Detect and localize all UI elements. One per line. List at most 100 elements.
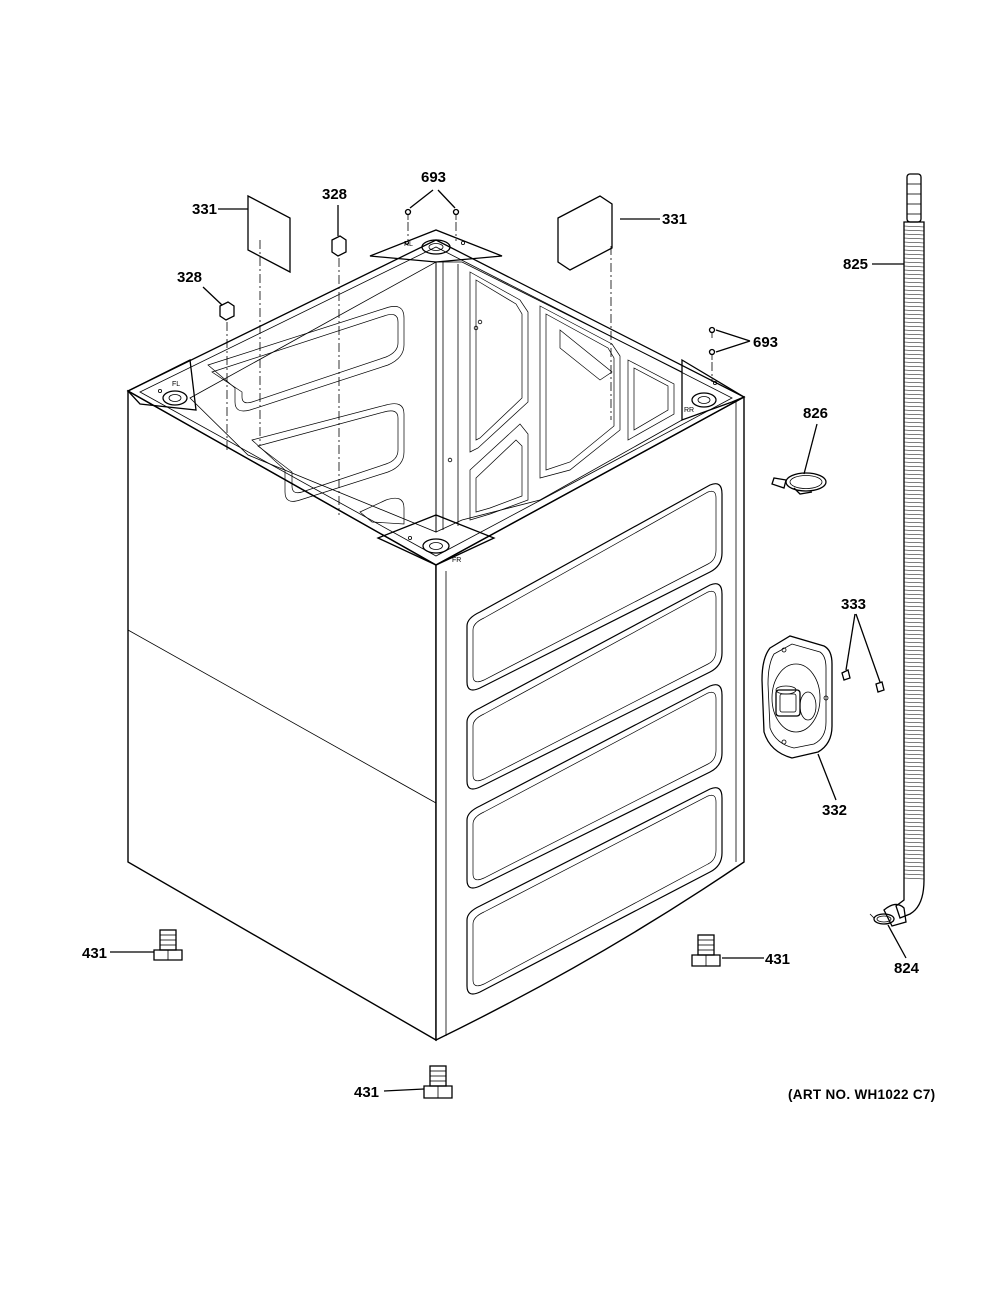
hose-rib: [903, 853, 925, 856]
hose-rib: [903, 557, 925, 560]
hose-rib: [903, 293, 925, 296]
hose-rib: [903, 597, 925, 600]
hose-rib: [903, 425, 925, 428]
hose-rib: [903, 669, 925, 672]
hose-rib: [903, 877, 925, 880]
hose-rib: [903, 801, 925, 804]
hose-rib: [903, 409, 925, 412]
callout-824: 824: [894, 960, 920, 977]
hose-rib: [903, 517, 925, 520]
hose-rib: [903, 681, 925, 684]
hose-rib: [903, 385, 925, 388]
hose-rib: [903, 761, 925, 764]
hose-rib: [903, 701, 925, 704]
hose-rib: [903, 861, 925, 864]
hose-rib: [903, 481, 925, 484]
hose-rib: [903, 309, 925, 312]
hose-rib: [903, 333, 925, 336]
hose-rib: [903, 541, 925, 544]
hose-rib: [903, 297, 925, 300]
hose-rib: [903, 773, 925, 776]
hose-rib: [903, 237, 925, 240]
hose-rib: [903, 373, 925, 376]
hose-rib: [903, 485, 925, 488]
hose-rib: [903, 269, 925, 272]
hose-rib: [903, 525, 925, 528]
hose-rib: [903, 821, 925, 824]
hose-clamp-826: [771, 472, 827, 495]
leveling-foot-431-right: [691, 934, 721, 967]
hose-rib: [903, 329, 925, 332]
hose-rib: [903, 233, 925, 236]
hose-clamp-824: [869, 913, 895, 925]
hose-rib: [903, 809, 925, 812]
hose-rib: [903, 549, 925, 552]
drain-hose-825: [883, 173, 925, 927]
hose-rib: [903, 429, 925, 432]
hose-rib: [903, 365, 925, 368]
hose-rib: [903, 793, 925, 796]
hose-rib: [903, 489, 925, 492]
hose-rib: [903, 785, 925, 788]
hose-rib: [903, 321, 925, 324]
hose-rib: [903, 673, 925, 676]
leveling-foot-431-left: [153, 929, 183, 961]
hose-rib: [903, 593, 925, 596]
hose-rib: [903, 521, 925, 524]
hose-rib: [903, 265, 925, 268]
hose-rib: [903, 389, 925, 392]
hose-rib: [903, 361, 925, 364]
hose-rib: [903, 401, 925, 404]
hose-rib: [903, 677, 925, 680]
hose-rib: [903, 725, 925, 728]
callout-331-right: 331: [662, 211, 687, 228]
hose-rib: [903, 437, 925, 440]
hose-rib: [903, 445, 925, 448]
leader-lines: [110, 189, 907, 1092]
hose-rib: [903, 353, 925, 356]
hose-rib: [903, 737, 925, 740]
hose-rib: [903, 397, 925, 400]
hose-rib: [903, 453, 925, 456]
hose-rib: [903, 241, 925, 244]
corner-bracket-left: FL: [126, 359, 197, 411]
hose-rib: [903, 537, 925, 540]
hose-rib: [903, 393, 925, 396]
hose-rib: [903, 721, 925, 724]
hose-rib: [903, 369, 925, 372]
hose-rib: [903, 765, 925, 768]
hose-rib: [903, 665, 925, 668]
svg-text:RL: RL: [404, 241, 413, 248]
callout-328-left: 328: [177, 269, 202, 286]
hose-rib: [903, 777, 925, 780]
hose-rib: [903, 349, 925, 352]
hose-rib: [903, 589, 925, 592]
hose-rib: [903, 613, 925, 616]
hose-rib: [903, 641, 925, 644]
hose-rib: [903, 225, 925, 228]
hose-rib: [903, 661, 925, 664]
hose-rib: [903, 229, 925, 232]
hose-rib: [903, 649, 925, 652]
hose-rib: [903, 505, 925, 508]
hose-rib: [903, 629, 925, 632]
hose-rib: [903, 529, 925, 532]
callout-826: 826: [803, 405, 828, 422]
hose-rib: [903, 601, 925, 604]
svg-text:FL: FL: [172, 381, 180, 388]
hose-rib: [903, 733, 925, 736]
hose-rib: [903, 449, 925, 452]
hose-rib: [903, 685, 925, 688]
hose-rib: [903, 469, 925, 472]
hose-rib: [903, 717, 925, 720]
hose-rib: [903, 645, 925, 648]
hose-rib: [903, 501, 925, 504]
hose-rib: [903, 381, 925, 384]
hose-rib: [903, 413, 925, 416]
hose-rib: [903, 741, 925, 744]
hose-rib: [903, 621, 925, 624]
hose-rib: [903, 317, 925, 320]
hose-rib: [903, 625, 925, 628]
hose-rib: [903, 753, 925, 756]
hose-rib: [903, 825, 925, 828]
